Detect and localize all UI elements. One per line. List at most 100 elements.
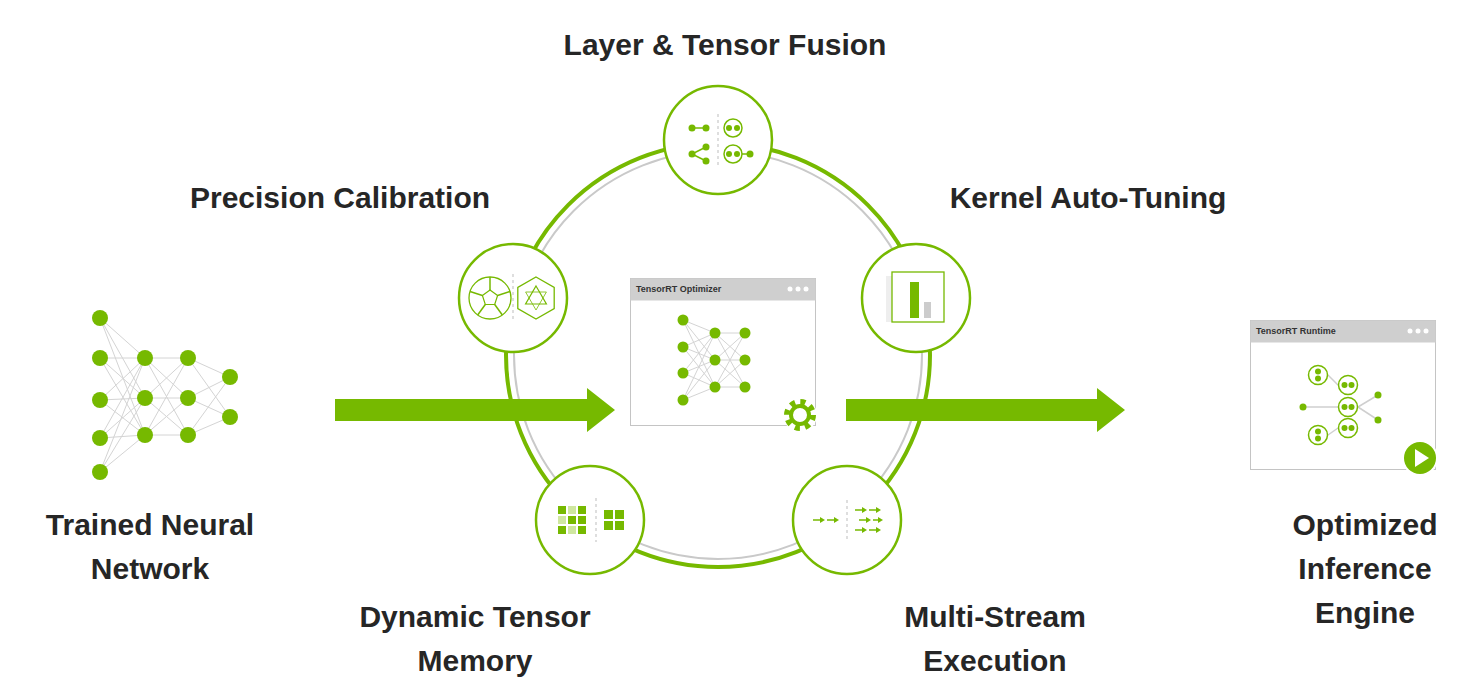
network-neuron xyxy=(678,342,689,353)
icon-arrowhead xyxy=(878,517,883,523)
icon-ring xyxy=(724,119,742,137)
circle-outline xyxy=(457,242,569,354)
network-node: Trained Neural Network xyxy=(30,295,290,595)
network-link xyxy=(145,358,188,398)
circle-outline xyxy=(534,464,646,576)
icon-dot xyxy=(734,125,740,131)
icon-cell xyxy=(578,516,586,524)
neural-network-illustration xyxy=(92,310,238,480)
icon-cell xyxy=(604,521,613,530)
icon-frame xyxy=(892,272,944,322)
network-link xyxy=(100,358,145,472)
network-neuron xyxy=(92,430,108,446)
icon-dot xyxy=(1375,392,1382,399)
stage-label: Precision Calibration xyxy=(190,176,490,220)
icon-dot xyxy=(726,151,732,157)
network-neuron xyxy=(222,409,238,425)
icon-line xyxy=(478,304,486,315)
network-neuron xyxy=(92,350,108,366)
icon-cell xyxy=(558,506,566,514)
technique-circle: Precision Calibration xyxy=(457,242,569,354)
icon-arrowhead xyxy=(866,517,871,523)
network-link xyxy=(100,318,145,358)
network-link xyxy=(683,333,715,400)
icon-hexagon xyxy=(518,277,554,319)
icon-arrowhead xyxy=(862,527,867,533)
icon-bar xyxy=(910,282,919,318)
stage-label: Dynamic Tensor Memory xyxy=(330,595,620,683)
icon-cell xyxy=(568,516,576,524)
icon-dot xyxy=(1342,404,1348,410)
network-neuron xyxy=(180,427,196,443)
window-dot xyxy=(796,287,801,292)
icon-arrowhead xyxy=(862,507,867,513)
play-button xyxy=(1402,440,1438,476)
icon-dot xyxy=(1349,382,1355,388)
icon-dot xyxy=(747,151,754,158)
window-title: TensorRT Runtime xyxy=(1256,325,1336,337)
icon-line xyxy=(1358,407,1378,420)
network-neuron xyxy=(740,328,751,339)
circle-outline xyxy=(662,84,774,196)
network-neuron xyxy=(678,368,689,379)
icon-bar xyxy=(924,302,931,318)
network-link xyxy=(715,360,745,387)
icon-arrowhead xyxy=(820,517,825,523)
icon-arrowhead xyxy=(834,517,839,523)
gear-body xyxy=(791,406,809,424)
network-link xyxy=(683,360,715,400)
network-link xyxy=(683,320,715,387)
network-neuron xyxy=(710,355,721,366)
icon-cell xyxy=(604,510,613,519)
circle-border xyxy=(536,466,644,574)
network-neuron xyxy=(710,382,721,393)
technique-circle: Layer & Tensor Fusion xyxy=(662,84,774,196)
window-dot xyxy=(804,287,809,292)
icon-line xyxy=(495,304,503,315)
icon-ring xyxy=(1309,426,1328,445)
technique-icon xyxy=(886,272,944,322)
network-neuron xyxy=(137,427,153,443)
stage-label: Kernel Auto-Tuning xyxy=(950,176,1227,220)
play-triangle xyxy=(1415,449,1429,467)
icon-dot xyxy=(689,151,696,158)
icon-dot xyxy=(1315,436,1321,442)
network-neuron xyxy=(92,310,108,326)
network-link xyxy=(145,358,188,398)
icon-dot xyxy=(1342,425,1348,431)
network-link xyxy=(100,358,145,400)
play-circle xyxy=(1404,442,1436,474)
icon-dot xyxy=(734,151,740,157)
icon-line xyxy=(498,292,510,296)
network-link xyxy=(188,377,230,435)
network-neuron xyxy=(710,328,721,339)
circle-border xyxy=(793,466,901,574)
icon-cell xyxy=(558,526,566,534)
icon-cell xyxy=(558,516,566,524)
circle-border xyxy=(459,244,567,352)
gear-icon xyxy=(783,398,817,432)
window-dot xyxy=(788,287,793,292)
icon-cell xyxy=(578,506,586,514)
icon-line xyxy=(1303,406,1338,408)
network-neuron xyxy=(92,392,108,408)
network-neuron xyxy=(137,390,153,406)
icon-cell xyxy=(578,526,586,534)
gear-ground xyxy=(783,398,817,432)
icon-sphere xyxy=(469,277,511,319)
icon-triangle xyxy=(526,286,547,304)
circle-outline xyxy=(791,464,903,576)
icon-ring xyxy=(1339,398,1358,417)
icon-ring xyxy=(1309,366,1328,385)
network-link xyxy=(188,358,230,417)
icon-triangle xyxy=(526,292,547,310)
app-window: TensorRT Optimizer xyxy=(630,278,816,426)
window-art xyxy=(630,278,816,426)
technique-icon xyxy=(813,500,883,540)
network-link xyxy=(145,398,188,435)
play-ground xyxy=(1402,440,1438,476)
icon-dot xyxy=(1349,425,1355,431)
technique-circle: Multi-Stream Execution xyxy=(791,464,903,576)
icon-divider xyxy=(847,500,848,540)
